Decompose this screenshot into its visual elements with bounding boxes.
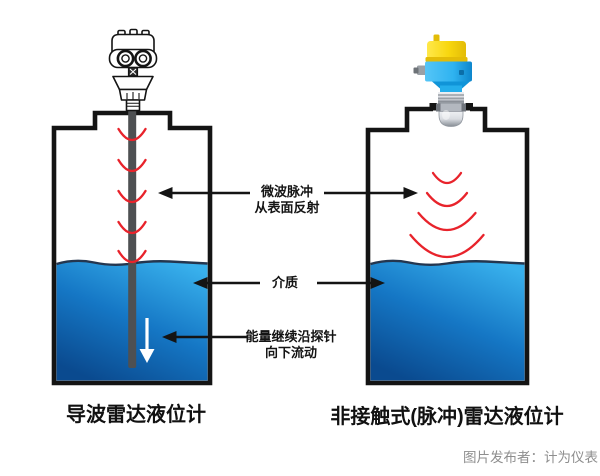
guided-wave-probe: [128, 109, 137, 368]
arrow-medium-to-left-tank: [193, 277, 260, 289]
nozzle-clamp-right: [465, 103, 473, 111]
non-contact-radar-transmitter: [413, 34, 472, 127]
label-energy-flow: 能量继续沿探针 向下流动: [216, 329, 366, 361]
arrow-pulse-to-left-tank: [158, 187, 250, 199]
pulse-wave-arcs-left: [117, 127, 147, 264]
pulse-wave-arcs-right: [409, 171, 485, 258]
label-microwave-pulse-line2: 从表面反射: [254, 200, 320, 215]
down-arrow-icon: [139, 318, 155, 363]
nozzle-clamp-left: [429, 103, 437, 111]
label-microwave-pulse-line1: 微波脉冲: [260, 184, 313, 199]
annotation-arrows: [158, 187, 418, 343]
guided-wave-transmitter: [108, 28, 158, 112]
right-liquid: [370, 260, 525, 381]
arrow-pulse-to-right-tank: [324, 187, 418, 199]
caption-guided-wave-radar: 导波雷达液位计: [66, 404, 206, 426]
right-liquid-surface-line: [370, 259, 525, 266]
label-medium-text: 介质: [271, 275, 298, 290]
label-medium: 介质: [245, 275, 325, 291]
label-microwave-pulse: 微波脉冲 从表面反射: [217, 184, 357, 216]
right-tank-outline: [365, 106, 530, 386]
right-tank: [365, 34, 530, 386]
left-tank: [51, 28, 213, 386]
publisher-watermark: 图片发布者：计为仪表: [463, 450, 598, 465]
left-tank-outline: [51, 110, 213, 386]
label-energy-flow-line2: 向下流动: [264, 345, 317, 360]
label-energy-flow-line1: 能量继续沿探针: [245, 329, 337, 344]
arrow-energy-to-probe: [162, 331, 248, 343]
caption-non-contact-radar: 非接触式(脉冲)雷达液位计: [330, 406, 564, 428]
arrow-medium-to-right-tank: [317, 277, 385, 289]
